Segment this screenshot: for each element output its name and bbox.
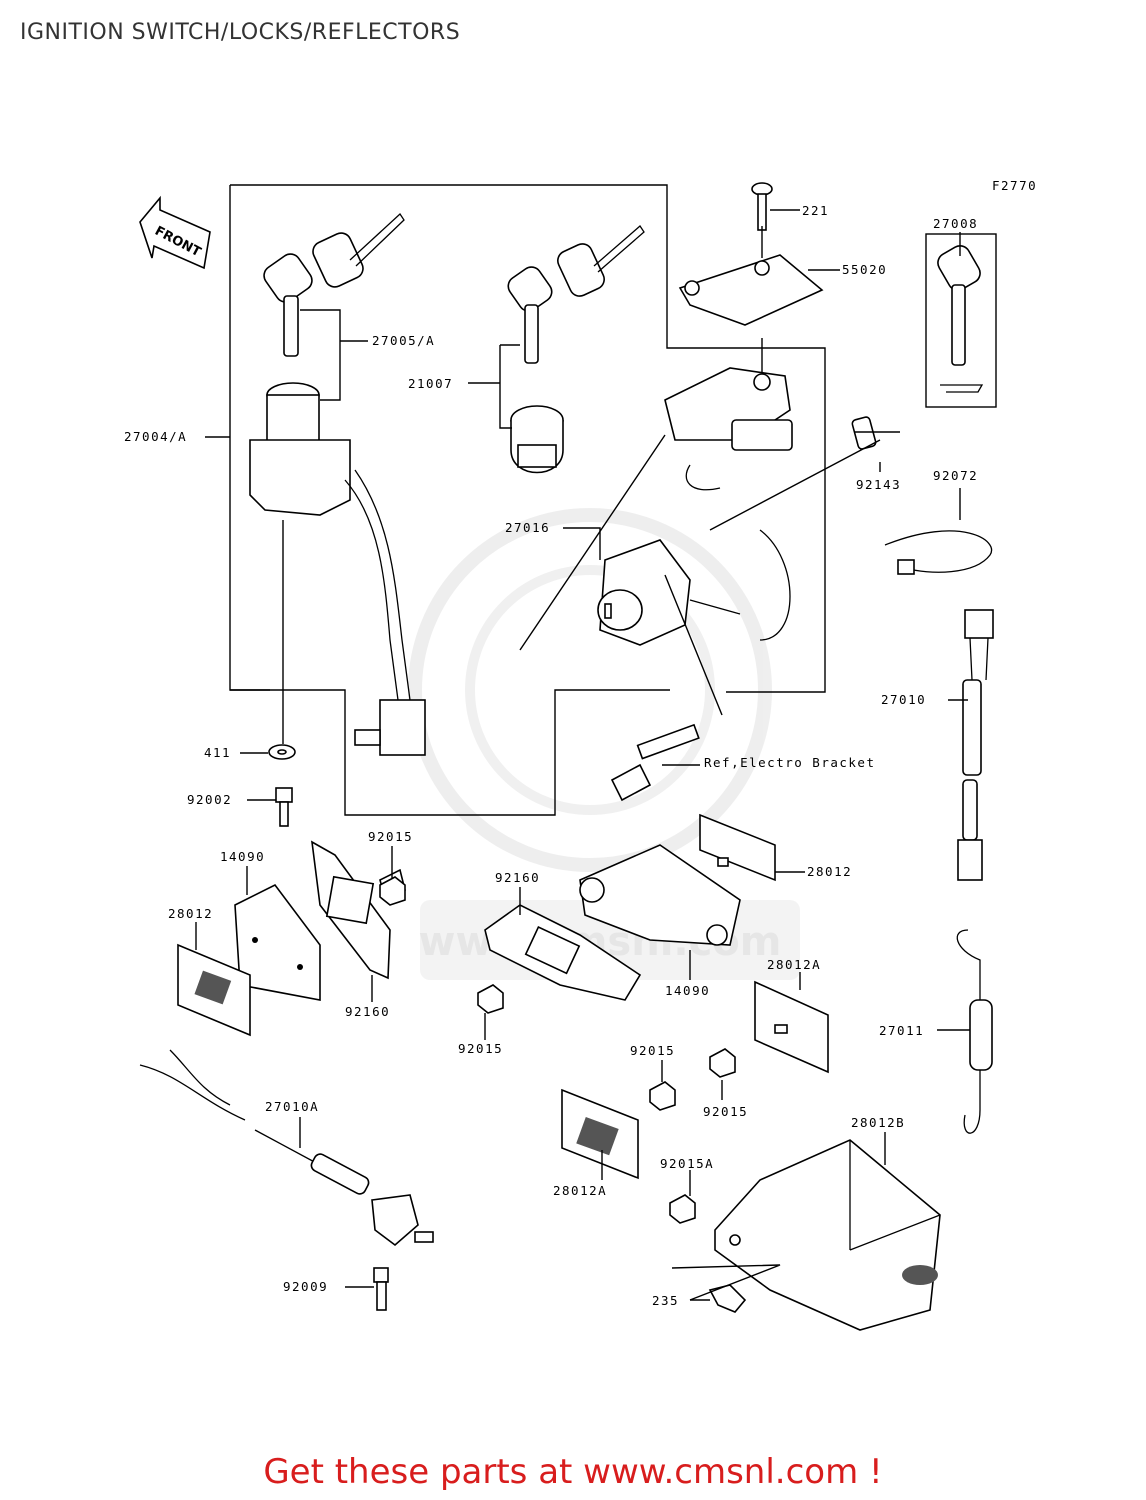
bolt-92002-icon bbox=[275, 787, 293, 827]
washer-icon bbox=[268, 744, 296, 760]
leader-lines bbox=[195, 209, 970, 1301]
part-label-27016: 27016 bbox=[505, 520, 550, 535]
screw-221-icon bbox=[751, 182, 773, 231]
part-label-21007: 21007 bbox=[408, 376, 453, 391]
part-label-221: 221 bbox=[802, 203, 829, 218]
part-label-92015-a: 92015 bbox=[368, 829, 413, 844]
part-label-27008: 27008 bbox=[933, 216, 978, 231]
part-label-27010a: 27010A bbox=[265, 1099, 319, 1114]
seat-lock-assembly bbox=[597, 367, 793, 646]
part-label-92015-b: 92015 bbox=[458, 1041, 503, 1056]
ignition-switch bbox=[249, 382, 426, 756]
part-label-235: 235 bbox=[652, 1293, 679, 1308]
reflector-28012a-lower bbox=[561, 1088, 639, 1180]
nut-92015a-icon bbox=[669, 1194, 696, 1224]
part-label-92015-d: 92015 bbox=[703, 1104, 748, 1119]
page-title: IGNITION SWITCH/LOCKS/REFLECTORS bbox=[20, 20, 461, 45]
part-label-92009: 92009 bbox=[283, 1279, 328, 1294]
part-label-14090-b: 14090 bbox=[665, 983, 710, 998]
part-label-92002: 92002 bbox=[187, 792, 232, 807]
key-27008 bbox=[925, 233, 997, 408]
part-label-28012-b: 28012 bbox=[807, 864, 852, 879]
part-label-27011: 27011 bbox=[879, 1023, 924, 1038]
stop-lamp-switch bbox=[957, 609, 994, 881]
nut-92015-icon-b bbox=[477, 984, 504, 1014]
part-label-92143: 92143 bbox=[856, 477, 901, 492]
assembly-outline bbox=[229, 184, 826, 816]
part-label-28012a-b: 28012A bbox=[553, 1183, 607, 1198]
key-set-middle bbox=[507, 225, 645, 364]
part-label-92160-b: 92160 bbox=[495, 870, 540, 885]
part-label-28012b: 28012B bbox=[851, 1115, 905, 1130]
reflector-center-assembly bbox=[484, 813, 776, 1001]
key-set-left bbox=[263, 213, 405, 357]
front-arrow-icon: FRONT bbox=[139, 195, 211, 270]
mounting-plate bbox=[678, 254, 824, 326]
bolt-electro-bracket-icon bbox=[610, 723, 700, 802]
part-label-28012-a: 28012 bbox=[168, 906, 213, 921]
spring-icon bbox=[956, 929, 993, 1134]
reflector-28012a-right bbox=[754, 980, 829, 1074]
nut-92015-icon-d bbox=[709, 1048, 736, 1078]
screw-235-icon bbox=[708, 1284, 747, 1313]
part-label-55020: 55020 bbox=[842, 262, 887, 277]
footer-cta-link[interactable]: Get these parts at www.cmsnl.com ! bbox=[263, 1452, 883, 1492]
lock-cylinder bbox=[510, 405, 564, 474]
part-label-28012a-a: 28012A bbox=[767, 957, 821, 972]
part-label-92072: 92072 bbox=[933, 468, 978, 483]
nut-92015-icon-a bbox=[379, 876, 406, 906]
cable-band-icon bbox=[884, 530, 993, 575]
part-label-92160-a: 92160 bbox=[345, 1004, 390, 1019]
reflector-28012b-housing bbox=[714, 1139, 941, 1331]
cable-switch-27010a bbox=[139, 1049, 434, 1247]
part-label-27004a: 27004/A bbox=[124, 429, 187, 444]
figure-code: F2770 bbox=[992, 178, 1037, 193]
spacer-icon bbox=[851, 416, 877, 450]
nut-92015-icon-c bbox=[649, 1081, 676, 1111]
part-label-27010: 27010 bbox=[881, 692, 926, 707]
part-label-92015-c: 92015 bbox=[630, 1043, 675, 1058]
bolt-92009-icon bbox=[373, 1267, 389, 1311]
part-label-27005a: 27005/A bbox=[372, 333, 435, 348]
part-label-92015a: 92015A bbox=[660, 1156, 714, 1171]
part-label-411: 411 bbox=[204, 745, 231, 760]
part-label-14090-a: 14090 bbox=[220, 849, 265, 864]
part-label-ref-electro-bracket: Ref,Electro Bracket bbox=[704, 755, 876, 770]
